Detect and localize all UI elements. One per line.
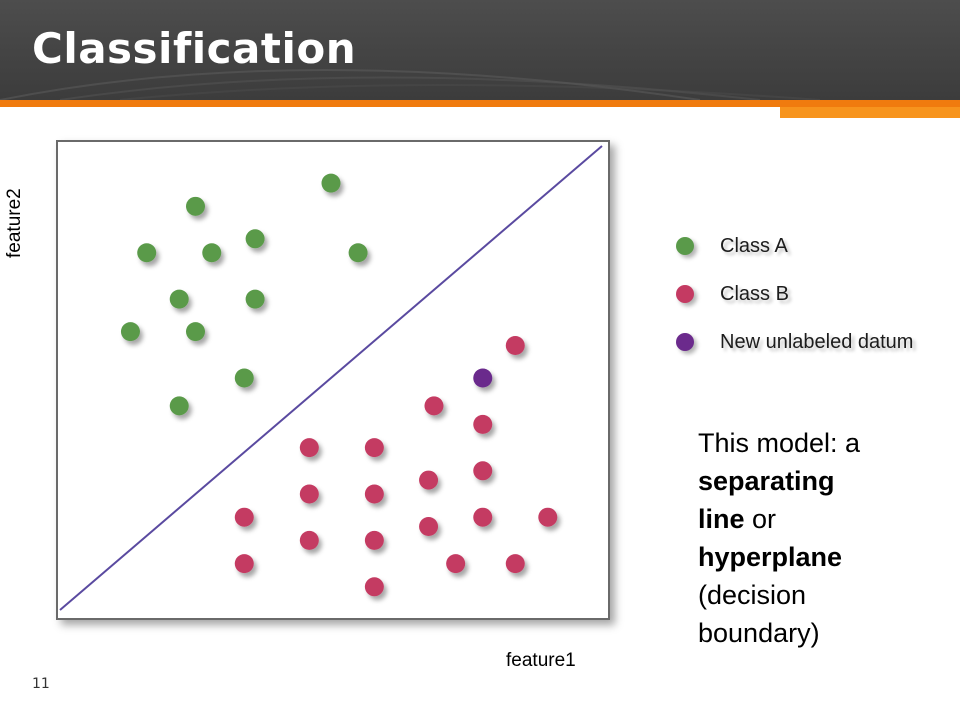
point-class-b-17	[505, 554, 525, 574]
note-line-6: boundary)	[698, 618, 820, 648]
header-accent-bar	[0, 100, 960, 107]
point-new-unlabeled-datum-0	[473, 368, 493, 388]
legend-swatch-class-b	[676, 285, 694, 303]
note-line-5: (decision	[698, 580, 807, 610]
legend-label-class-a: Class A	[720, 234, 788, 257]
note-bold-line: line	[698, 504, 745, 534]
point-class-a-0	[321, 173, 341, 193]
point-class-b-7	[299, 484, 319, 504]
page-number: 11	[32, 676, 50, 692]
point-class-b-14	[364, 530, 384, 550]
point-class-a-7	[245, 289, 265, 309]
header-swoosh-decoration	[0, 69, 821, 100]
note-bold-hyperplane: hyperplane	[698, 542, 843, 572]
point-class-a-1	[186, 196, 205, 216]
point-class-b-16	[446, 554, 466, 574]
note-bold-separating: separating	[698, 466, 835, 496]
point-class-b-15	[234, 554, 254, 574]
y-axis-label: feature2	[4, 188, 25, 258]
note-line-4: hyperplane	[698, 538, 948, 576]
point-class-b-8	[364, 484, 384, 504]
legend-item-class-a: Class A	[668, 222, 960, 270]
note-line-2: separating	[698, 462, 948, 500]
point-class-a-10	[234, 368, 254, 388]
scatter-plot-frame	[56, 140, 610, 620]
point-class-b-2	[473, 414, 493, 434]
point-class-a-9	[186, 322, 205, 342]
point-class-b-18	[364, 577, 384, 597]
legend-item-class-b: Class B	[668, 270, 960, 318]
note-line-1: This model: a	[698, 428, 861, 458]
slide-title: Classification	[32, 24, 357, 73]
point-class-a-3	[137, 243, 157, 263]
model-description: This model: a separating line or hyperpl…	[698, 424, 948, 652]
x-axis-label: feature1	[506, 650, 576, 671]
legend-label-new-datum: New unlabeled datum	[720, 330, 914, 353]
point-class-b-11	[473, 507, 493, 527]
slide-header: Classification	[0, 0, 960, 100]
point-class-a-6	[169, 289, 189, 309]
point-class-b-4	[364, 438, 384, 458]
point-class-b-10	[419, 516, 439, 536]
legend-item-new-datum: New unlabeled datum	[668, 318, 960, 366]
point-class-a-5	[348, 243, 368, 263]
point-class-a-2	[245, 229, 265, 249]
point-class-b-1	[424, 396, 444, 416]
point-class-b-13	[299, 530, 319, 550]
legend-label-class-b: Class B	[720, 282, 789, 305]
point-class-b-6	[473, 461, 493, 481]
point-class-a-4	[202, 243, 222, 263]
legend-swatch-class-a	[676, 237, 694, 255]
point-class-b-5	[419, 470, 439, 490]
point-class-a-11	[169, 396, 189, 416]
header-accent-tab	[780, 107, 960, 118]
note-line-3: line or	[698, 500, 948, 538]
legend-swatch-new-datum	[676, 333, 694, 351]
point-class-b-9	[234, 507, 254, 527]
decision-boundary-line	[59, 145, 603, 611]
point-class-a-8	[120, 322, 140, 342]
note-or: or	[744, 504, 777, 534]
point-class-b-3	[299, 438, 319, 458]
scatter-plot	[59, 145, 603, 611]
chart-legend: Class A Class B New unlabeled datum	[668, 222, 960, 366]
point-class-b-0	[505, 336, 525, 356]
point-class-b-12	[538, 507, 558, 527]
